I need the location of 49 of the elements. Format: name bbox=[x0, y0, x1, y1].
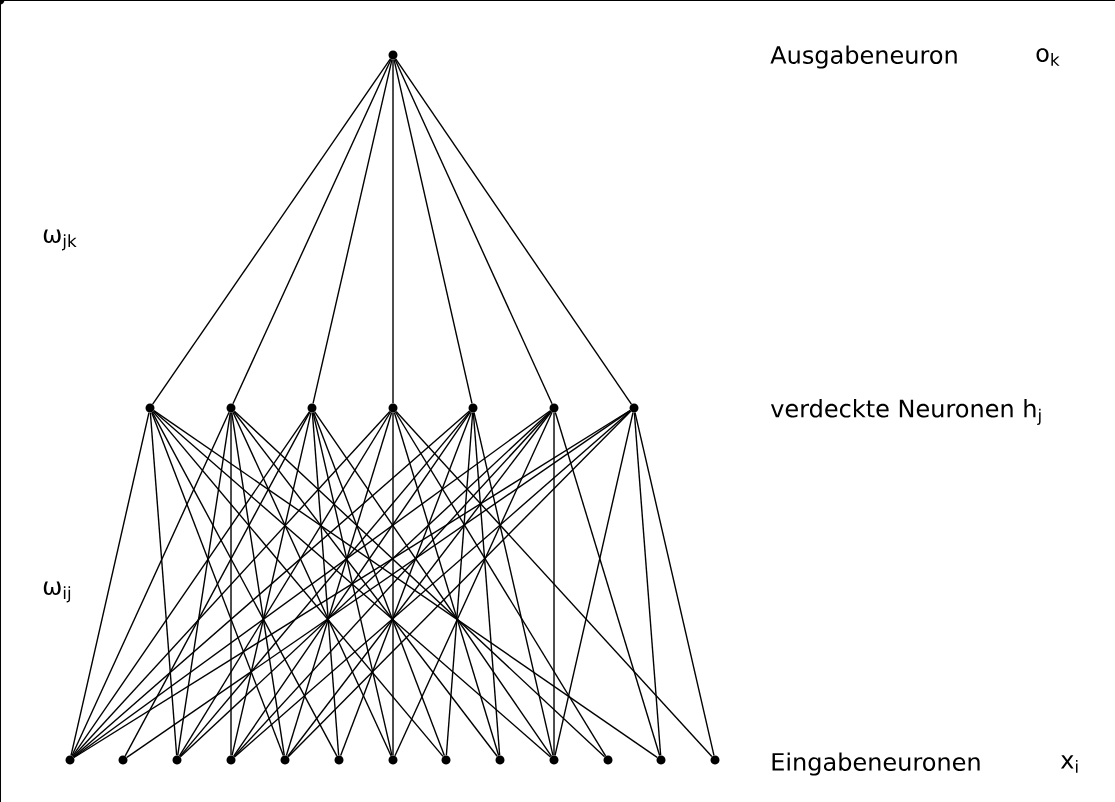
connection-line bbox=[393, 411, 500, 757]
layer-label: Ausgabeneuron bbox=[770, 45, 957, 69]
layer-label: ω$_{jk}$ bbox=[43, 229, 77, 251]
connection-line bbox=[149, 412, 178, 756]
connection-line bbox=[178, 411, 392, 757]
connection-line bbox=[394, 58, 633, 405]
connection-line bbox=[554, 411, 661, 757]
connection-line bbox=[232, 58, 392, 405]
connection-line bbox=[633, 412, 662, 756]
connection-line bbox=[634, 411, 715, 757]
connection-line bbox=[152, 410, 444, 758]
layer-label: verdeckte Neuronen h$_{j}$ bbox=[770, 399, 1041, 425]
connection-line bbox=[473, 411, 554, 757]
connection-line bbox=[70, 411, 150, 757]
connection-line bbox=[71, 411, 230, 757]
connection-line bbox=[394, 411, 607, 757]
connection-line bbox=[231, 411, 285, 757]
connection-line bbox=[177, 411, 231, 757]
layer-label: o$_{k}$ bbox=[1036, 48, 1060, 66]
layer-label: ω$_{ij}$ bbox=[43, 581, 71, 603]
connection-line bbox=[232, 411, 392, 757]
connection-line bbox=[71, 411, 311, 757]
connection-line bbox=[472, 412, 501, 756]
layer-label: x$_{i}$ bbox=[1060, 755, 1078, 773]
connection-line bbox=[152, 58, 392, 405]
connection-line bbox=[231, 411, 312, 757]
connection-line bbox=[392, 59, 394, 404]
connection-line bbox=[151, 411, 338, 757]
connection-line bbox=[394, 411, 553, 757]
connection-line bbox=[124, 411, 311, 757]
connection-line bbox=[313, 411, 446, 757]
connection-line bbox=[553, 412, 555, 756]
connection-line bbox=[554, 411, 634, 757]
connection-line bbox=[311, 412, 340, 756]
connection-line bbox=[72, 410, 391, 758]
connection-line bbox=[340, 411, 473, 757]
connection-line bbox=[230, 412, 232, 756]
layer-label: Eingabeneuronen bbox=[772, 752, 980, 776]
connection-line bbox=[151, 411, 285, 757]
connection-line bbox=[312, 58, 393, 405]
connection-line bbox=[285, 411, 393, 757]
connection-line bbox=[395, 410, 713, 758]
connection-line bbox=[72, 410, 471, 758]
connection-line bbox=[394, 58, 553, 405]
connection-line bbox=[179, 410, 471, 758]
connection-line bbox=[393, 58, 473, 405]
connection-line bbox=[392, 412, 394, 756]
connection-line bbox=[312, 411, 393, 757]
connection-line bbox=[445, 412, 474, 756]
